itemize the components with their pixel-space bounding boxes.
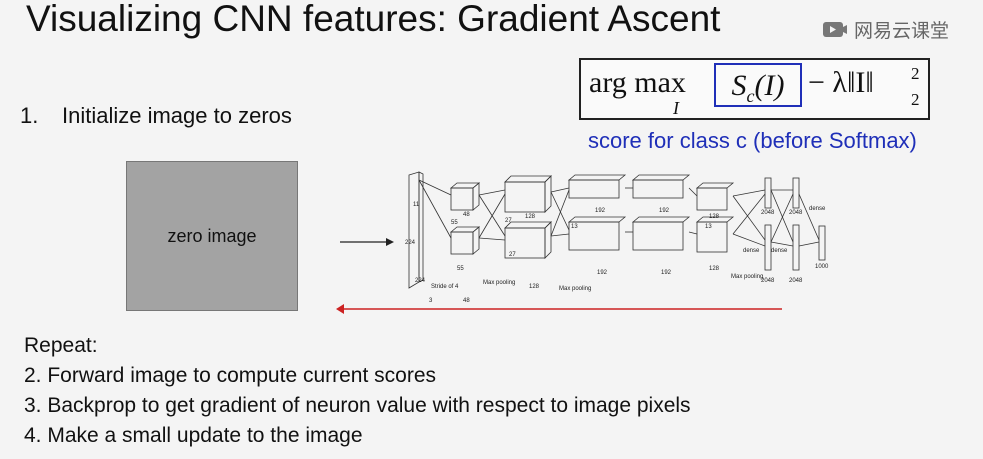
step-1: 1. Initialize image to zeros [20,103,292,129]
label-l1-depth-bottom: 48 [463,298,470,304]
step-4: 4. Make a small update to the image [24,424,363,447]
label-l1-depth: 48 [463,212,470,218]
label-fc-size-3: 2048 [761,278,775,284]
label-l1-size: 55 [451,220,458,226]
formula-score-symbol: S [731,69,747,102]
formula-reg-subscript: 2 [911,90,920,109]
label-l2-size-bottom: 27 [509,252,516,258]
watermark-text: 网易云课堂 [854,21,950,42]
formula-argmax: arg max [589,66,686,99]
score-caption: score for class c (before Softmax) [588,128,917,153]
dense1-bottom [764,224,772,271]
conv5-block-top [696,187,728,211]
step-1-text: Initialize image to zeros [62,103,292,128]
repeat-heading: Repeat: [24,334,98,357]
label-input-size-bottom: 224 [415,278,426,284]
conv5-block-bottom [696,221,728,253]
label-conv-kernel: 11 [413,202,420,208]
conv1-block-top [450,187,474,211]
label-fc-size-4: 2048 [789,278,803,284]
step-2: 2. Forward image to compute current scor… [24,364,437,387]
dense2-top [792,177,800,209]
formula-regularizer: − λ‖I‖ [808,66,874,99]
label-input-size: 224 [405,240,416,246]
label-l5-depth-bottom: 128 [709,266,720,272]
label-l3-depth-bottom: 192 [597,270,608,276]
label-l3-size: 13 [571,224,578,230]
label-l4-depth: 192 [659,208,670,214]
input-layer [408,171,420,289]
label-out-size: 1000 [815,264,829,270]
label-stride: Stride of 4 [431,284,459,290]
conv3-block-top [568,179,620,199]
formula-reg-superscript: 2 [911,64,920,83]
label-max-pooling-2: Max pooling [559,286,591,292]
label-l2-depth-bottom: 128 [529,284,540,290]
conv4-block-top [632,179,684,199]
label-dense-1: dense [743,248,760,254]
formula-score-term: Sc(I) [714,63,802,107]
step-1-number: 1. [20,103,39,128]
label-l2-depth: 128 [525,214,536,220]
label-l1-size-bottom: 55 [457,266,464,272]
slide-title: Visualizing CNN features: Gradient Ascen… [26,0,721,39]
label-l2-size: 27 [505,218,512,224]
zero-image-box: zero image [126,161,298,311]
label-l5-depth: 128 [709,214,720,220]
label-l3-depth: 192 [595,208,606,214]
dense1-top [764,177,772,209]
alexnet-diagram: 224 224 3 11 Stride of 4 48 48 55 55 128… [405,171,829,304]
backprop-arrow-icon [336,304,782,314]
label-dense-3: dense [809,206,826,212]
label-fc-size-1: 2048 [761,210,775,216]
formula-score-argument: (I) [754,69,785,102]
watermark-logo-icon [823,21,847,37]
label-l5-size: 13 [705,224,712,230]
forward-arrow-icon [340,238,394,246]
label-dense-2: dense [771,248,788,254]
label-fc-size-2: 2048 [789,210,803,216]
conv2-block-top [504,181,546,213]
label-l4-depth-bottom: 192 [661,270,672,276]
conv4-block-bottom [632,221,684,251]
repeat-steps: Repeat: 2. Forward image to compute curr… [24,331,691,451]
watermark: 网易云课堂 [822,16,949,43]
conv1-block-bottom [450,231,474,255]
label-max-pooling-1: Max pooling [483,280,515,286]
dense-output [818,225,826,261]
formula-score-subscript: c [746,86,755,106]
dense2-bottom [792,224,800,271]
label-input-depth: 3 [429,298,433,304]
label-max-pooling-3: Max pooling [731,274,763,280]
zero-image-label: zero image [167,225,257,246]
step-3: 3. Backprop to get gradient of neuron va… [24,394,691,417]
objective-formula: arg max I Sc(I) − λ‖I‖ 2 2 [579,58,930,120]
formula-argmax-subscript: I [673,98,679,118]
